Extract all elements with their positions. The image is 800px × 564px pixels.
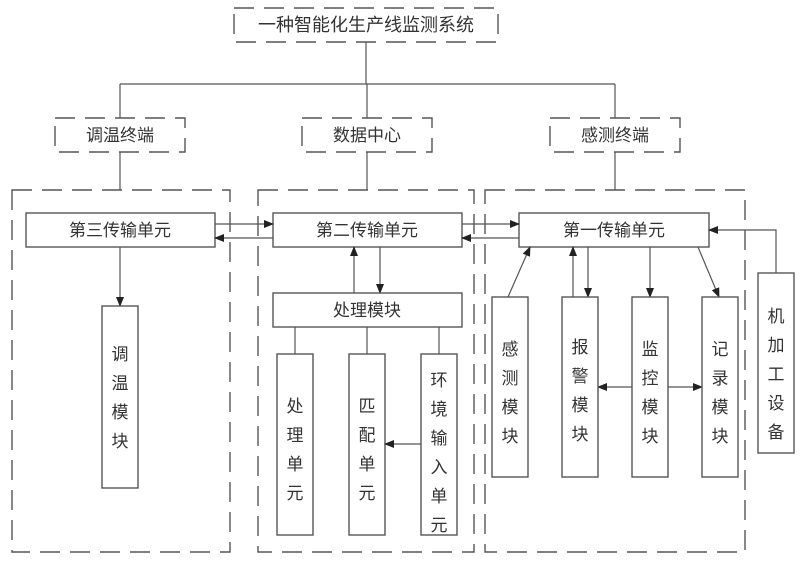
label-char: 输 [431, 429, 448, 449]
terminal-temp: 调温终端 [54, 117, 186, 153]
label-char: 机 [768, 307, 785, 327]
label-char: 模 [712, 398, 729, 418]
label-char: 调 [112, 345, 129, 365]
matching-unit: 匹配单元 [348, 353, 386, 536]
label-char: 模 [642, 398, 659, 418]
title-label: 一种智能化生产线监测系统 [258, 15, 474, 36]
env-input-unit: 环境输入单元 [420, 353, 458, 536]
arrow-sensing-to-first [507, 246, 531, 298]
processing-unit: 处理单元 [276, 353, 314, 536]
label-char: 块 [112, 432, 129, 452]
terminal-temp-label: 调温终端 [86, 126, 154, 146]
group-sensing [484, 189, 746, 553]
sensing-arrows [507, 226, 777, 391]
label-char: 测 [502, 369, 519, 389]
label-char: 模 [112, 403, 129, 423]
label-char: 报 [572, 338, 589, 358]
env-input-unit-label: 环境输入单元 [431, 371, 448, 536]
transmission-arrows [214, 220, 520, 242]
label-char: 模 [572, 396, 589, 416]
second-transmission-unit-label: 第二传输单元 [316, 221, 418, 241]
temp-module: 调温模块 [101, 305, 139, 489]
label-char: 录 [712, 369, 729, 389]
label-char: 元 [359, 484, 376, 504]
group-data-center [257, 189, 475, 553]
arrow-first-to-record [697, 246, 720, 298]
group-temp [11, 189, 231, 553]
label-char: 备 [768, 423, 785, 443]
second-transmission-unit: 第二传输单元 [272, 212, 463, 248]
alarm-module: 报警模块 [561, 296, 599, 478]
first-transmission-unit-label: 第一传输单元 [563, 221, 665, 241]
label-char: 块 [572, 425, 589, 445]
title-box: 一种智能化生产线监测系统 [233, 7, 499, 43]
record-module-label: 记录模块 [712, 340, 729, 447]
terminal-data-center-label: 数据中心 [333, 126, 401, 146]
label-char: 境 [431, 400, 448, 420]
label-char: 配 [359, 426, 376, 446]
monitor-module-label: 监控模块 [642, 340, 659, 447]
label-char: 单 [287, 455, 304, 475]
third-transmission-unit-label: 第三传输单元 [69, 221, 171, 241]
label-char: 元 [287, 484, 304, 504]
label-char: 块 [712, 427, 729, 447]
alarm-module-label: 报警模块 [572, 338, 589, 445]
matching-unit-label: 匹配单元 [359, 397, 376, 504]
label-char: 警 [572, 367, 589, 387]
terminal-sensing: 感测终端 [549, 117, 681, 153]
top-connectors [119, 42, 616, 190]
label-char: 加 [768, 336, 785, 356]
terminal-data-center: 数据中心 [301, 117, 433, 153]
label-char: 工 [768, 365, 785, 385]
machining-device: 机加工设备 [757, 272, 795, 454]
label-char: 入 [431, 458, 448, 478]
label-char: 匹 [359, 397, 376, 417]
monitor-module: 监控模块 [631, 296, 669, 478]
label-char: 温 [112, 374, 129, 394]
label-char: 单 [359, 455, 376, 475]
terminal-sensing-label: 感测终端 [581, 126, 649, 146]
label-char: 记 [712, 340, 729, 360]
label-char: 监 [642, 340, 659, 360]
record-module: 记录模块 [701, 296, 739, 478]
processing-unit-label: 处理单元 [287, 397, 304, 504]
label-char: 感 [502, 340, 519, 360]
label-char: 元 [431, 516, 448, 536]
label-char: 控 [642, 369, 659, 389]
label-char: 理 [287, 426, 304, 446]
arrow-device-to-first [708, 226, 777, 273]
third-transmission-unit: 第三传输单元 [25, 212, 216, 248]
processing-module: 处理模块 [272, 292, 463, 328]
label-char: 单 [431, 487, 448, 507]
label-char: 设 [768, 394, 785, 414]
machining-device-label: 机加工设备 [768, 307, 785, 443]
label-char: 处 [287, 397, 304, 417]
label-char: 环 [431, 371, 448, 391]
label-char: 块 [502, 427, 519, 447]
processing-module-label: 处理模块 [333, 301, 401, 321]
first-transmission-unit: 第一传输单元 [518, 212, 710, 248]
sensing-module-label: 感测模块 [502, 340, 519, 447]
temp-module-label: 调温模块 [112, 345, 129, 452]
sensing-module: 感测模块 [491, 296, 529, 478]
label-char: 模 [502, 398, 519, 418]
label-char: 块 [642, 427, 659, 447]
